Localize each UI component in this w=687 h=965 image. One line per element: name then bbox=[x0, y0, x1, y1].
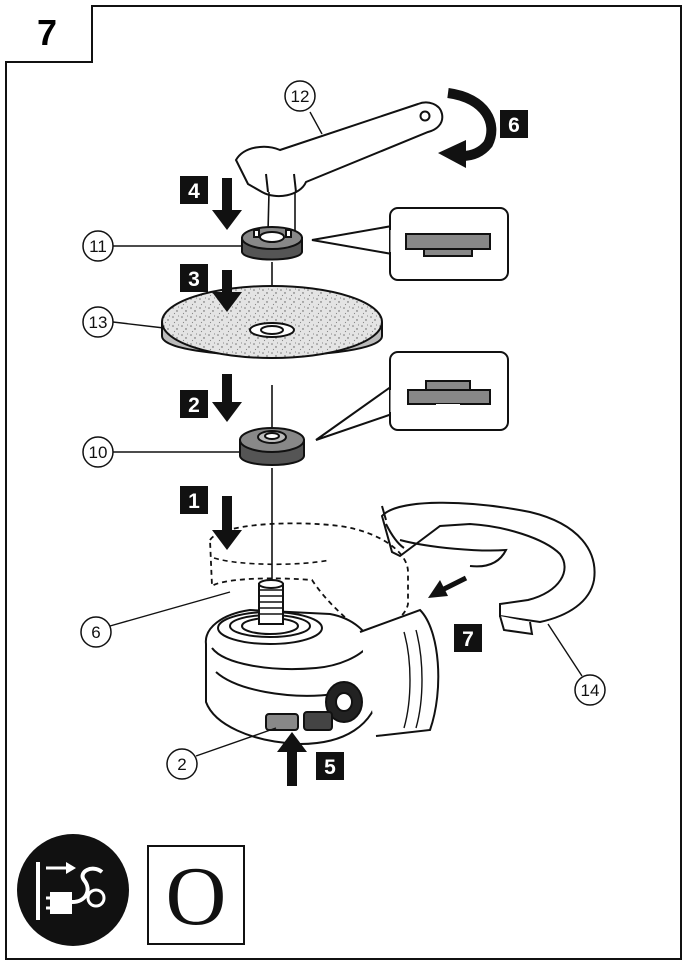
step-5-arrow bbox=[277, 732, 307, 786]
callout-14: 14 bbox=[581, 681, 600, 700]
spanner bbox=[234, 101, 444, 233]
wheel-guard bbox=[380, 501, 596, 636]
flange-detail-bottom bbox=[315, 351, 509, 441]
outer-flange bbox=[241, 226, 303, 261]
inner-flange bbox=[239, 427, 305, 466]
step-badge-1: 1 bbox=[180, 486, 208, 514]
unplug-icon bbox=[17, 834, 129, 946]
flange-detail-top bbox=[311, 207, 509, 281]
callout-12: 12 bbox=[291, 87, 310, 106]
callout-10: 10 bbox=[89, 443, 108, 462]
step-badge-4: 4 bbox=[180, 176, 208, 204]
step-badges: 1 2 3 4 5 6 7 bbox=[180, 110, 528, 780]
step-arrows bbox=[212, 178, 307, 786]
callout-6: 6 bbox=[91, 623, 100, 642]
step-1-arrow bbox=[212, 496, 242, 550]
callouts: 12 11 13 10 6 2 14 bbox=[80, 80, 606, 780]
callout-13: 13 bbox=[89, 313, 108, 332]
figure-number-tab: 7 bbox=[37, 12, 57, 53]
step-badge-5: 5 bbox=[316, 752, 344, 780]
step-label-7: 7 bbox=[462, 628, 474, 651]
step-label-1: 1 bbox=[188, 490, 200, 513]
grinding-wheel bbox=[161, 285, 383, 359]
guard-slide-arrow bbox=[428, 575, 468, 598]
step-badge-7: 7 bbox=[454, 624, 482, 652]
symbol-letter: O bbox=[166, 850, 227, 943]
step-label-5: 5 bbox=[324, 756, 336, 779]
step-2-arrow bbox=[212, 374, 242, 422]
step-3-arrow bbox=[212, 270, 242, 312]
step-label-2: 2 bbox=[188, 394, 200, 417]
callout-2: 2 bbox=[177, 755, 186, 774]
step-label-4: 4 bbox=[188, 180, 200, 203]
step-badge-3: 3 bbox=[180, 264, 208, 292]
step-4-arrow bbox=[212, 178, 242, 230]
step-badge-2: 2 bbox=[180, 390, 208, 418]
symbol-box: O bbox=[147, 845, 245, 945]
callout-11: 11 bbox=[89, 237, 107, 256]
step-label-3: 3 bbox=[188, 268, 200, 291]
step-badge-6: 6 bbox=[500, 110, 528, 138]
figure-number: 7 bbox=[37, 12, 57, 53]
rotation-arrow bbox=[438, 88, 497, 168]
step-label-6: 6 bbox=[508, 114, 520, 137]
figure-frame bbox=[5, 5, 682, 960]
grinder-body bbox=[204, 522, 440, 746]
